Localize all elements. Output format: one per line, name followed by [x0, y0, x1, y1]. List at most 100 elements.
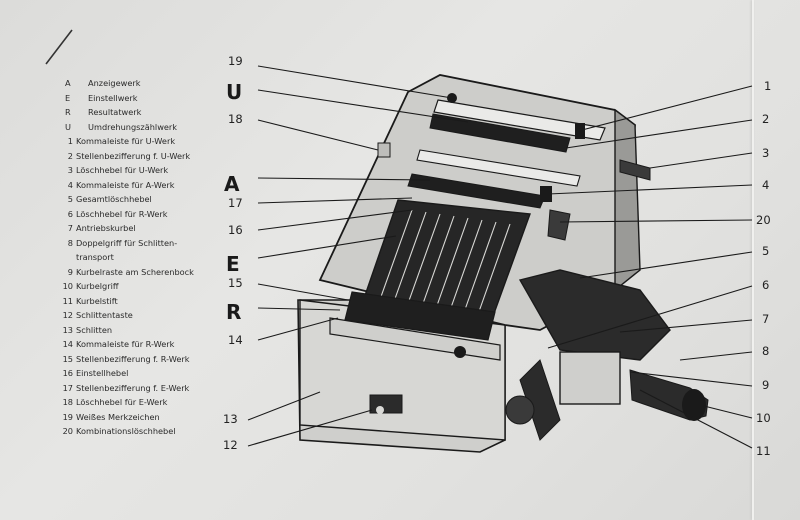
callout-11: 11: [756, 444, 771, 458]
u-register-digits: [429, 113, 571, 153]
callout-7: 7: [762, 312, 770, 326]
callout-19: 19: [228, 54, 243, 68]
legend-text: Kommaleiste für U-Werk: [76, 136, 176, 146]
legend-text: Einstellhebel: [76, 368, 129, 378]
legend-text: Umdrehungszählwerk: [88, 121, 178, 132]
legend-item: transport: [58, 250, 233, 265]
legend-text: Stellenbezifferung f. R-Werk: [76, 353, 190, 364]
callout-13: 13: [223, 412, 238, 426]
legend-text: Einstellwerk: [88, 92, 138, 103]
legend-text: Löschhebel für U-Werk: [76, 165, 169, 175]
legend-key: U: [65, 121, 71, 132]
crank-gear-block: [559, 351, 621, 405]
legend-key: 11: [62, 295, 73, 306]
callout-14: 14: [228, 333, 243, 347]
callout-6: 6: [762, 278, 770, 292]
legend-key: A: [65, 78, 71, 88]
legend-key: 4: [67, 179, 73, 190]
callout-lines-right: [547, 85, 753, 449]
legend-text: Kurbelgriff: [76, 281, 119, 291]
legend-text: Kurbelraste am Scherenbock: [76, 266, 194, 277]
callout-12: 12: [223, 438, 238, 452]
carriage-key-dot: [376, 406, 384, 414]
callout-1: 1: [764, 79, 772, 93]
carriage-key: [369, 394, 403, 414]
legend-key: R: [65, 107, 71, 117]
legend-key: E: [65, 92, 71, 103]
a-register-digits: [407, 173, 546, 209]
callout-5: 5: [762, 244, 770, 258]
legend-text: Kombinationslöschhebel: [76, 426, 176, 436]
legend-text: Schlittentaste: [76, 310, 133, 320]
legend-key: 12: [62, 310, 73, 320]
legend-key: 18: [62, 397, 73, 407]
callout-9: 9: [762, 378, 770, 392]
legend-key: 7: [67, 223, 73, 233]
section-letter-u: U: [226, 80, 243, 104]
combination-clear-lever: [547, 209, 571, 241]
callout-16: 16: [228, 223, 243, 237]
legend-text: transport: [76, 252, 114, 262]
legend-item: E Einstellwerk: [58, 91, 233, 106]
a-register-strip: [416, 149, 581, 187]
section-letter-r: R: [226, 300, 242, 324]
callout-4: 4: [762, 178, 770, 192]
legend-text: Löschhebel für R-Werk: [76, 208, 168, 219]
carriage-wheel: [505, 395, 535, 425]
callout-17: 17: [228, 196, 243, 210]
side-plate: [614, 108, 641, 292]
legend-item: U Umdrehungszählwerk: [58, 120, 233, 135]
legend-key: 3: [67, 165, 73, 175]
u-comma-slider: [575, 123, 585, 139]
legend-key: 5: [67, 194, 73, 204]
page-fold: [752, 0, 754, 520]
drive-crank-housing: [518, 269, 671, 361]
legend-key: 9: [67, 266, 73, 277]
setting-lever-slots: [377, 209, 511, 321]
legend-key: 14: [62, 339, 73, 349]
callout-3: 3: [762, 146, 770, 160]
carriage-double-grip: [519, 359, 561, 441]
section-letter-e: E: [226, 252, 240, 276]
legend-key: 15: [62, 353, 73, 364]
u-clear-lever: [619, 159, 651, 181]
legend-text: Anzeigewerk: [88, 78, 141, 88]
legend-text: Antriebskurbel: [76, 223, 136, 233]
r-register: [344, 291, 496, 341]
callout-15: 15: [228, 276, 243, 290]
legend-key: 20: [62, 426, 73, 436]
section-letter-a: A: [224, 172, 240, 196]
callout-20: 20: [756, 213, 771, 227]
e-clear-lever: [377, 142, 391, 158]
legend-text: Stellenbezifferung f. U-Werk: [76, 150, 191, 161]
legend-key: 6: [67, 208, 73, 219]
legend-key: 1: [67, 136, 73, 146]
legend-text: Kurbelstift: [76, 295, 118, 306]
legend-key: 19: [62, 411, 73, 422]
pen-mark: [45, 29, 73, 65]
legend-key: 8: [67, 237, 73, 248]
legend-key: 16: [62, 368, 73, 378]
legend-key: 10: [62, 281, 73, 291]
legend-text: Stellenbezifferung f. E-Werk: [76, 382, 190, 393]
legend-text: Löschhebel für E-Werk: [76, 397, 168, 407]
callout-10: 10: [756, 411, 771, 425]
legend-key: 13: [62, 324, 73, 335]
legend-item: A Anzeigewerk: [58, 76, 233, 91]
